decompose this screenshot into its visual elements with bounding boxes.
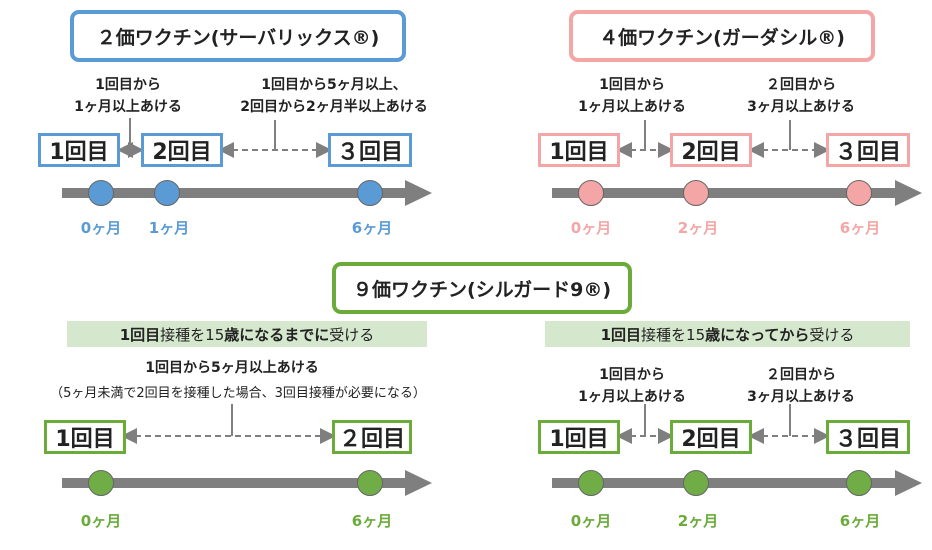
dose-9v-left-2: ２回目 xyxy=(332,420,412,454)
dose-9v-right-2: 2回目 xyxy=(670,420,752,454)
note-4v-1-line1: 1回目から xyxy=(599,77,665,93)
note-4v-2-line1: ２回目から xyxy=(766,77,836,93)
dose-9v-left-1: 1回目 xyxy=(44,420,126,454)
dot-9v-right-2 xyxy=(683,470,709,496)
month-4v-1: 0ヶ月 xyxy=(570,219,612,237)
band-right-part1: 1回目 xyxy=(600,325,642,344)
dot-4v-1 xyxy=(578,180,604,206)
month-4v-2: 2ヶ月 xyxy=(677,219,719,237)
note-4v-1: 1回目から 1ヶ月以上あける xyxy=(578,74,686,118)
month-9v-left-2: 6ヶ月 xyxy=(351,512,393,530)
dose-4v-1: 1回目 xyxy=(538,133,620,167)
timeline-axis-4v xyxy=(552,188,897,198)
band-right-part2: 接種を15 xyxy=(641,325,706,344)
dose-9v-right-1: 1回目 xyxy=(538,420,620,454)
month-2v-3: 6ヶ月 xyxy=(351,219,393,237)
timeline-axis-9v-right xyxy=(552,478,897,488)
note-4v-2-line2: 3ヶ月以上あける xyxy=(747,99,855,115)
month-9v-right-2: 2ヶ月 xyxy=(677,512,719,530)
dot-9v-left-1 xyxy=(88,470,114,496)
title-9v: ９価ワクチン(シルガード9®) xyxy=(332,262,632,314)
note-9v-left: 1回目から5ヶ月以上あける xyxy=(145,360,319,376)
dose-2v-1: 1回目 xyxy=(38,133,120,167)
dose-9v-right-3: ３回目 xyxy=(826,420,910,454)
note-9v-right-1-line1: 1回目から xyxy=(599,367,665,383)
note-9v-right-1-line2: 1ヶ月以上あける xyxy=(578,389,686,405)
note-9v-right-2-line1: ２回目から xyxy=(766,367,836,383)
note-9v-left-sub: （5ヶ月未満で2回目を接種した場合、3回目接種が必要になる） xyxy=(50,386,426,401)
timeline-arrowhead-9v-right xyxy=(895,470,922,496)
dot-4v-2 xyxy=(683,180,709,206)
dose-2v-3: ３回目 xyxy=(328,133,412,167)
dot-2v-1 xyxy=(88,180,114,206)
note-2v-2: 1回目から5ヶ月以上、 2回目から2ヶ月半以上あける xyxy=(240,74,427,118)
note-9v-right-1: 1回目から 1ヶ月以上あける xyxy=(578,364,686,408)
timeline-arrowhead-9v-left xyxy=(405,470,432,496)
month-9v-left-1: 0ヶ月 xyxy=(80,512,122,530)
dose-4v-3: ３回目 xyxy=(826,133,910,167)
dot-9v-right-3 xyxy=(846,470,872,496)
note-2v-1: 1回目から 1ヶ月以上あける xyxy=(74,74,182,118)
timeline-axis-2v xyxy=(62,188,407,198)
timeline-arrowhead-2v xyxy=(405,180,432,206)
band-right-part4: 受ける xyxy=(809,325,855,344)
band-left-part3: 歳になるまでに xyxy=(224,325,330,344)
band-left-part4: 受ける xyxy=(329,325,375,344)
note-9v-right-2-line2: 3ヶ月以上あける xyxy=(747,389,855,405)
month-9v-right-3: 6ヶ月 xyxy=(839,512,881,530)
band-right-part3: 歳になってから xyxy=(705,325,810,344)
note-4v-1-line2: 1ヶ月以上あける xyxy=(578,99,686,115)
note-9v-right-2: ２回目から 3ヶ月以上あける xyxy=(747,364,855,408)
month-2v-2: 1ヶ月 xyxy=(148,219,190,237)
month-9v-right-1: 0ヶ月 xyxy=(570,512,612,530)
note-2v-2-line2: 2回目から2ヶ月半以上あける xyxy=(240,99,428,115)
band-left-part2: 接種を15 xyxy=(160,325,225,344)
note-2v-1-line2: 1ヶ月以上あける xyxy=(74,99,182,115)
note-4v-2: ２回目から 3ヶ月以上あける xyxy=(747,74,855,118)
month-2v-1: 0ヶ月 xyxy=(80,219,122,237)
dose-4v-2: 2回目 xyxy=(670,133,752,167)
band-left-part1: 1回目 xyxy=(119,325,161,344)
dot-4v-3 xyxy=(846,180,872,206)
note-2v-1-line1: 1回目から xyxy=(95,77,161,93)
dot-9v-left-2 xyxy=(357,470,383,496)
dot-9v-right-1 xyxy=(578,470,604,496)
month-4v-3: 6ヶ月 xyxy=(839,219,881,237)
dot-2v-2 xyxy=(154,180,180,206)
timeline-arrowhead-4v xyxy=(895,180,922,206)
timeline-axis-9v-left xyxy=(62,478,407,488)
title-2v: ２価ワクチン(サーバリックス®) xyxy=(70,10,406,62)
title-4v: ４価ワクチン(ガーダシル®) xyxy=(569,10,875,62)
note-2v-2-line1: 1回目から5ヶ月以上、 xyxy=(261,77,407,93)
dose-2v-2: 2回目 xyxy=(141,133,223,167)
dot-2v-3 xyxy=(357,180,383,206)
